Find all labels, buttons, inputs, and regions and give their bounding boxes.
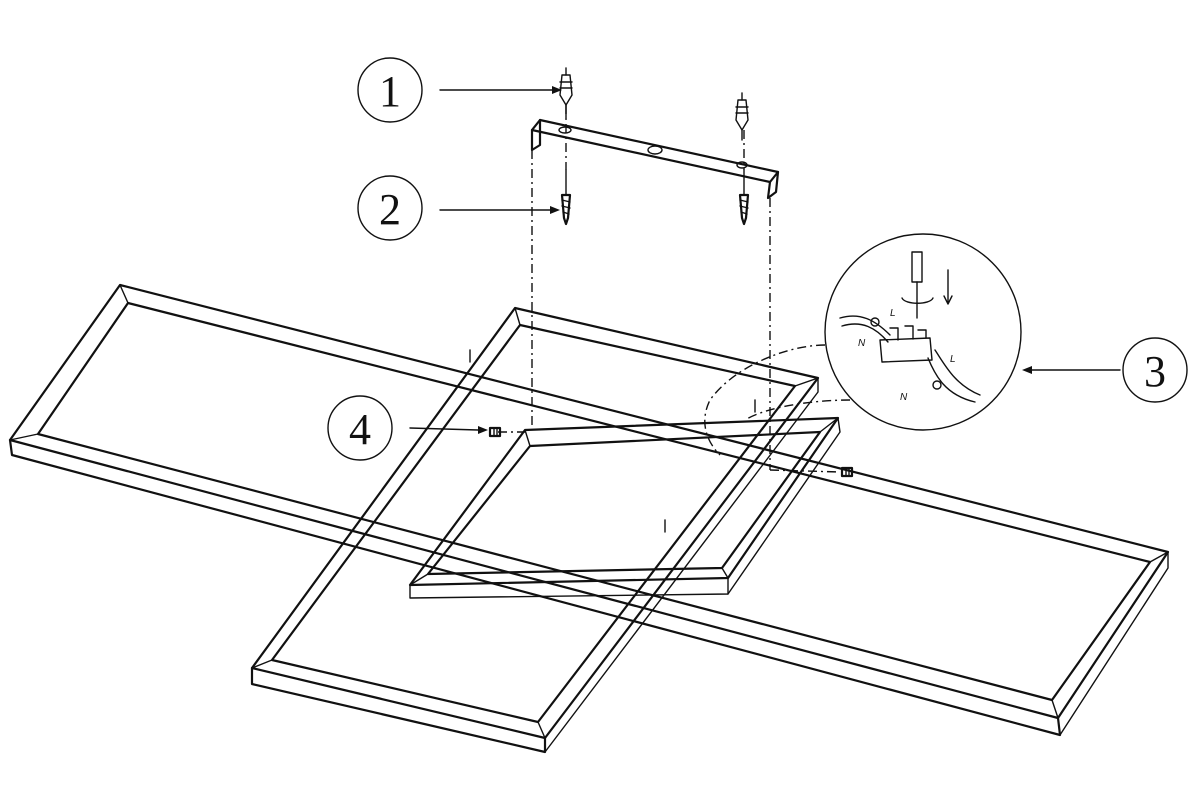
terminal-block xyxy=(879,325,933,363)
fixing-screw-right xyxy=(840,466,854,478)
screw-right xyxy=(738,169,750,226)
wire-label-n-bottom: N xyxy=(900,392,908,403)
diagonal-frame xyxy=(250,306,820,754)
mounting-bracket xyxy=(530,118,780,200)
wall-plug-right xyxy=(735,92,749,141)
wiring-detail-zoom: L N L N xyxy=(704,233,1022,456)
wire-label-l-top: L xyxy=(890,308,896,319)
alignment-lines xyxy=(498,105,841,473)
wire-label-n-left: N xyxy=(858,338,866,349)
screwdriver-icon xyxy=(901,251,953,319)
callout-1: 1 xyxy=(357,57,562,123)
fixing-screw-left xyxy=(488,426,502,438)
screw-left xyxy=(560,169,572,226)
wires xyxy=(839,315,981,403)
small-center-frame xyxy=(408,416,841,599)
callout-1-number: 1 xyxy=(379,67,401,116)
callout-2-number: 2 xyxy=(379,185,401,234)
callout-3: 3 xyxy=(1022,337,1188,403)
wire-label-l-right: L xyxy=(950,354,956,365)
wall-plug-left xyxy=(559,67,573,119)
callout-4: 4 xyxy=(327,395,488,461)
callout-4-number: 4 xyxy=(349,405,371,454)
large-horizontal-frame xyxy=(8,283,1170,737)
callout-2: 2 xyxy=(357,175,560,241)
callout-3-number: 3 xyxy=(1144,347,1166,396)
